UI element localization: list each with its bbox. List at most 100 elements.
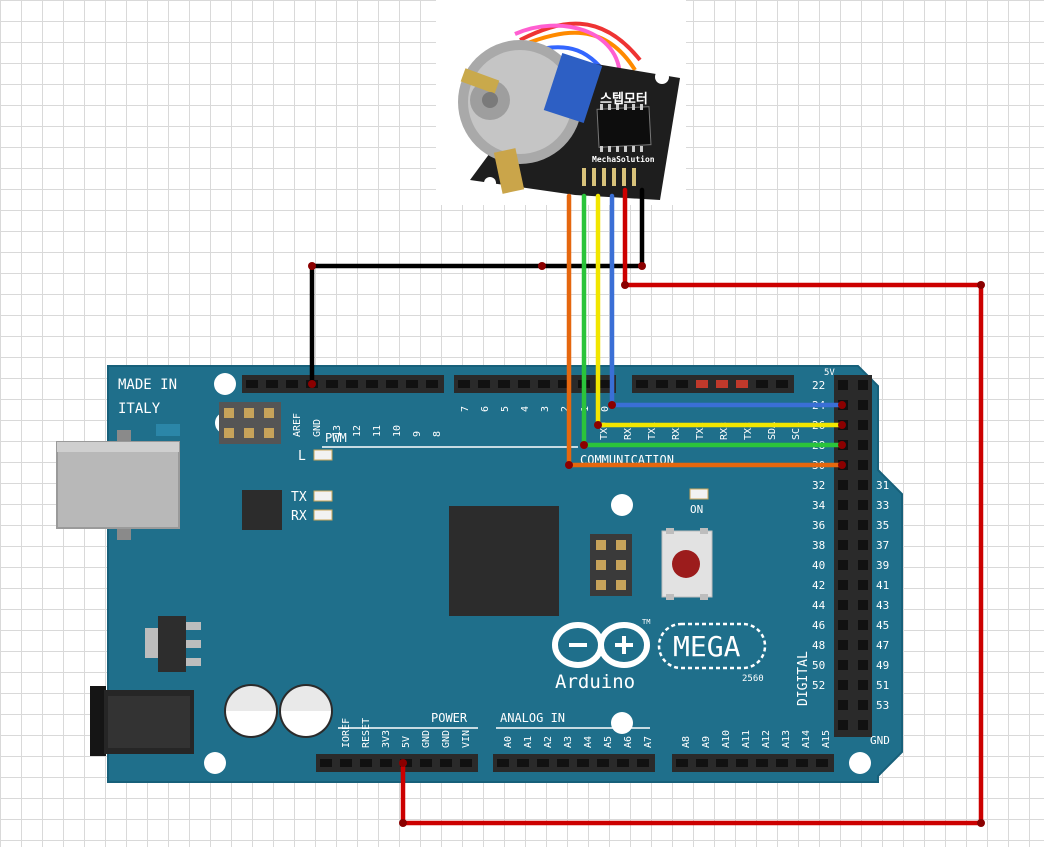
header-pin[interactable]: [858, 460, 868, 470]
header-pin[interactable]: [597, 759, 609, 767]
header-pin[interactable]: [838, 520, 848, 530]
pin-label-communication: TX1: [647, 422, 658, 440]
header-pin[interactable]: [858, 700, 868, 710]
header-pin[interactable]: [858, 400, 868, 410]
pin-label-analog: A7: [643, 736, 654, 748]
header-pin[interactable]: [380, 759, 392, 767]
header-pin[interactable]: [796, 759, 808, 767]
header-pin[interactable]: [858, 540, 868, 550]
header-pin[interactable]: [838, 640, 848, 650]
header-pin[interactable]: [838, 700, 848, 710]
pin-label-power: VIN: [461, 730, 472, 748]
header-pin[interactable]: [858, 660, 868, 670]
header-pin[interactable]: [420, 759, 432, 767]
header-pin[interactable]: [716, 759, 728, 767]
header-analog-low: [493, 754, 655, 772]
header-pin[interactable]: [696, 380, 708, 388]
pin-label-analog: A5: [603, 736, 614, 748]
header-pin[interactable]: [858, 620, 868, 630]
header-pin[interactable]: [458, 380, 470, 388]
header-pin[interactable]: [858, 500, 868, 510]
header-pin[interactable]: [716, 380, 728, 388]
header-pin[interactable]: [617, 759, 629, 767]
header-pin[interactable]: [557, 759, 569, 767]
header-pin[interactable]: [676, 380, 688, 388]
header-pin[interactable]: [858, 480, 868, 490]
header-pin[interactable]: [518, 380, 530, 388]
header-pin[interactable]: [776, 759, 788, 767]
header-pin[interactable]: [858, 440, 868, 450]
header-pin[interactable]: [838, 380, 848, 390]
header-pin[interactable]: [776, 380, 788, 388]
header-pin[interactable]: [858, 560, 868, 570]
model-label: 2560: [742, 674, 764, 684]
header-pin[interactable]: [577, 759, 589, 767]
header-pin[interactable]: [498, 380, 510, 388]
pin-label-digital-left: 32: [812, 479, 825, 492]
on-label: ON: [690, 503, 703, 516]
header-pin[interactable]: [366, 380, 378, 388]
header-pin[interactable]: [497, 759, 509, 767]
analog-in-label: ANALOG IN: [500, 711, 565, 725]
pin-label-power: GND: [421, 730, 432, 748]
header-pin[interactable]: [838, 620, 848, 630]
header-pin[interactable]: [838, 660, 848, 670]
header-pin[interactable]: [266, 380, 278, 388]
header-pin[interactable]: [656, 380, 668, 388]
header-pin[interactable]: [838, 480, 848, 490]
header-pin[interactable]: [838, 500, 848, 510]
pin-label-pwm: 5: [500, 406, 511, 412]
header-pin[interactable]: [858, 520, 868, 530]
header-pin[interactable]: [858, 600, 868, 610]
header-pin[interactable]: [838, 600, 848, 610]
header-pin[interactable]: [460, 759, 472, 767]
header-pin[interactable]: [637, 759, 649, 767]
header-pin[interactable]: [538, 380, 550, 388]
header-pin[interactable]: [386, 380, 398, 388]
header-pin[interactable]: [676, 759, 688, 767]
pin-label-pwm: 7: [460, 406, 471, 412]
header-pin[interactable]: [286, 380, 298, 388]
header-pin[interactable]: [838, 720, 848, 730]
pin-label-power: 5V: [401, 736, 412, 748]
pin-label-analog: A1: [523, 736, 534, 748]
header-pin[interactable]: [320, 759, 332, 767]
icsp-header-mcu: [590, 534, 632, 596]
driver-mount-hole: [655, 70, 669, 84]
header-pin[interactable]: [517, 759, 529, 767]
header-pin[interactable]: [340, 759, 352, 767]
header-pin[interactable]: [558, 380, 570, 388]
header-pin[interactable]: [326, 380, 338, 388]
header-pin[interactable]: [736, 380, 748, 388]
header-pin[interactable]: [696, 759, 708, 767]
header-pin[interactable]: [246, 380, 258, 388]
header-pin[interactable]: [537, 759, 549, 767]
header-pin[interactable]: [858, 380, 868, 390]
header-pin[interactable]: [838, 580, 848, 590]
voltage-regulator: [145, 616, 201, 672]
header-pin[interactable]: [838, 680, 848, 690]
header-pin[interactable]: [816, 759, 828, 767]
reset-button[interactable]: [661, 528, 713, 600]
header-pin[interactable]: [838, 560, 848, 570]
header-pin[interactable]: [360, 759, 372, 767]
arduino-wordmark: Arduino: [555, 671, 635, 693]
header-pin[interactable]: [598, 380, 610, 388]
header-pin[interactable]: [440, 759, 452, 767]
header-pin[interactable]: [756, 759, 768, 767]
header-pin[interactable]: [858, 420, 868, 430]
header-pin[interactable]: [756, 380, 768, 388]
header-pin[interactable]: [478, 380, 490, 388]
header-pin[interactable]: [346, 380, 358, 388]
header-pin[interactable]: [736, 759, 748, 767]
pin-label-digital-high: 11: [372, 425, 383, 437]
header-pin[interactable]: [858, 680, 868, 690]
header-pin[interactable]: [636, 380, 648, 388]
header-pin[interactable]: [858, 640, 868, 650]
header-pin[interactable]: [858, 720, 868, 730]
header-pin[interactable]: [406, 380, 418, 388]
header-pin[interactable]: [426, 380, 438, 388]
pin-label-digital-right: 53: [876, 699, 889, 712]
header-pin[interactable]: [838, 540, 848, 550]
header-pin[interactable]: [858, 580, 868, 590]
